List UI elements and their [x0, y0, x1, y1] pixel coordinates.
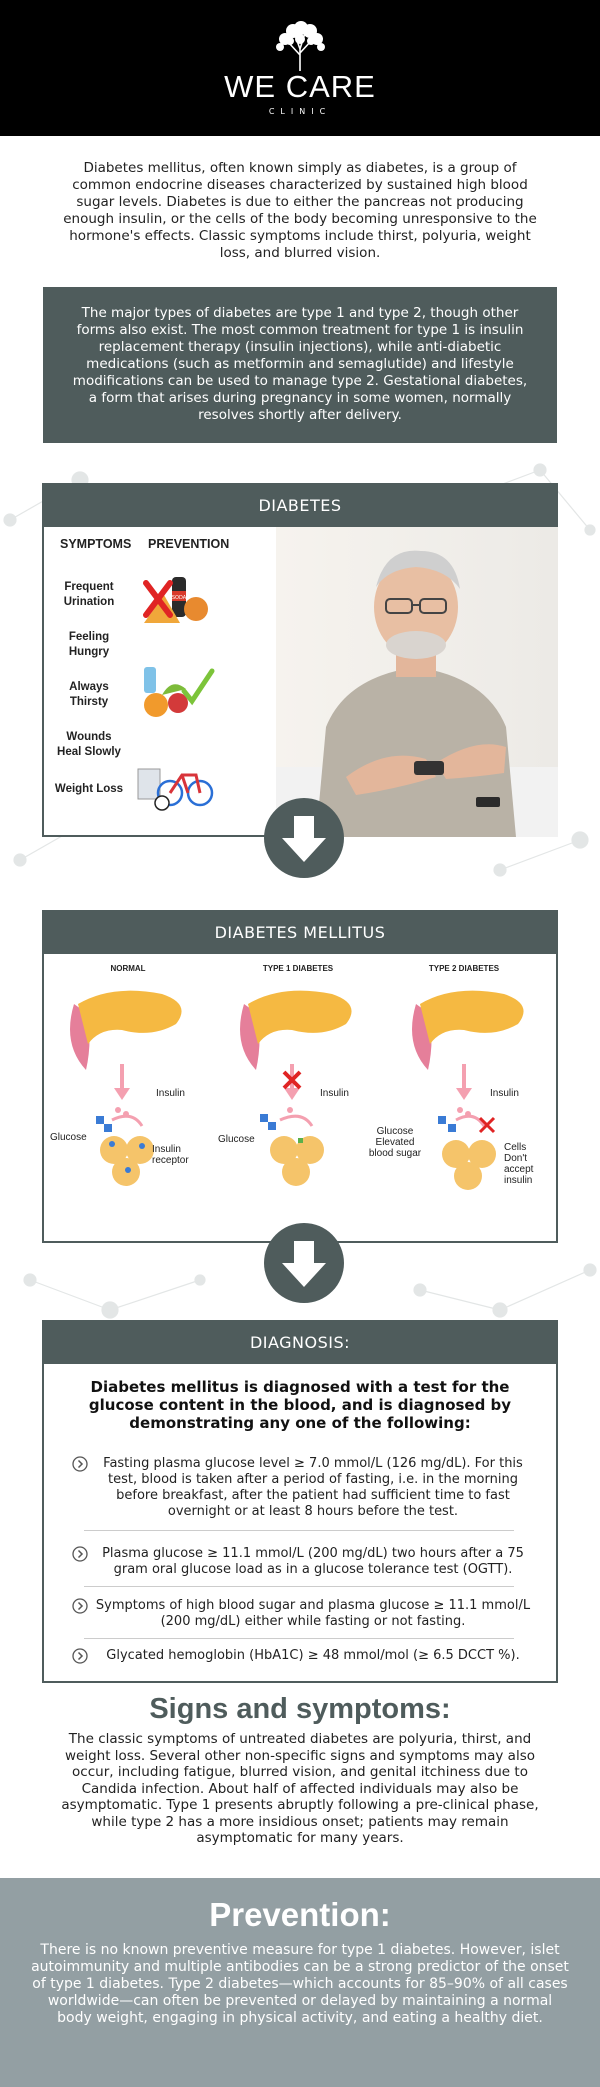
- glucose-elevated-label: Glucose Elevated blood sugar: [368, 1126, 422, 1159]
- down-arrow-icon: [264, 798, 344, 878]
- diagnosis-panel: DIAGNOSIS: Diabetes mellitus is diagnose…: [42, 1320, 558, 1683]
- column-type2: TYPE 2 DIABETES: [428, 964, 500, 973]
- prevention-text: There is no known preventive measure for…: [31, 1942, 569, 2026]
- glucose-label-type1: Glucose: [218, 1134, 255, 1145]
- symptom-feeling-hungry: Feeling Hungry: [68, 631, 110, 658]
- symptom-wounds-heal-slowly: Wounds Heal Slowly: [57, 731, 121, 758]
- divider: [84, 1530, 514, 1531]
- soda-label: SODA: [172, 595, 187, 601]
- panel-title: DIABETES: [44, 485, 556, 527]
- normal-pancreas-diagram: [70, 990, 182, 1186]
- type2-pancreas-diagram: [412, 990, 524, 1190]
- prevention-section: Prevention: There is no known preventive…: [0, 1878, 600, 2087]
- criterion-high-blood-sugar: Symptoms of high blood sugar and plasma …: [68, 1598, 536, 1630]
- junk-food-icon: SODA: [143, 577, 208, 623]
- insulin-label-type2: Insulin: [490, 1088, 519, 1099]
- logo-name: WE CARE: [224, 68, 376, 104]
- diabetes-mellitus-panel: DIABETES MELLITUS NORMAL TYPE 1 DIABETES…: [42, 910, 558, 1243]
- criterion-hba1c: Glycated hemoglobin (HbA1C) ≥ 48 mmol/mo…: [68, 1648, 536, 1664]
- glucose-label-normal: Glucose: [50, 1132, 87, 1143]
- prevention-heading: PREVENTION: [148, 537, 230, 551]
- signs-heading: Signs and symptoms:: [149, 1693, 451, 1725]
- man-testing-glucose-photo: [276, 527, 558, 837]
- insulin-label-type1: Insulin: [320, 1088, 349, 1099]
- criterion-text: Symptoms of high blood sugar and plasma …: [95, 1598, 531, 1629]
- criterion-text: Glycated hemoglobin (HbA1C) ≥ 48 mmol/mo…: [106, 1648, 520, 1663]
- insulin-receptor-label: Insulin receptor: [152, 1144, 189, 1166]
- column-type1: TYPE 1 DIABETES: [262, 964, 334, 973]
- chevron-right-icon: [72, 1598, 88, 1614]
- fruit-icon: [144, 667, 215, 717]
- intro-text: Diabetes mellitus, often known simply as…: [63, 160, 537, 261]
- chevron-right-icon: [72, 1456, 88, 1472]
- chevron-right-icon: [72, 1546, 88, 1562]
- symptom-always-thirsty: Always Thirsty: [69, 681, 109, 708]
- tree-logo-icon: [276, 20, 325, 71]
- prevention-heading: Prevention:: [209, 1896, 391, 1933]
- panel-title: DIAGNOSIS:: [44, 1322, 556, 1364]
- chevron-right-icon: [72, 1648, 88, 1664]
- diabetes-types-box: The major types of diabetes are type 1 a…: [43, 287, 557, 443]
- symptoms-heading: SYMPTOMS: [60, 537, 132, 551]
- criterion-text: Fasting plasma glucose level ≥ 7.0 mmol/…: [103, 1456, 523, 1519]
- symptom-weight-loss: Weight Loss: [54, 783, 124, 795]
- criterion-plasma-glucose-ogtt: Plasma glucose ≥ 11.1 mmol/L (200 mg/dL)…: [68, 1546, 536, 1578]
- cells-dont-accept-label: Cells Don't accept insulin: [504, 1142, 534, 1186]
- symptom-frequent-urination: Frequent Urination: [63, 581, 115, 608]
- logo-subtitle: CLINIC: [268, 106, 332, 116]
- panel-title: DIABETES MELLITUS: [44, 912, 556, 954]
- column-normal: NORMAL: [110, 964, 146, 973]
- diagnosis-intro: Diabetes mellitus is diagnosed with a te…: [88, 1378, 512, 1432]
- down-arrow-icon: [264, 1223, 344, 1303]
- diabetes-panel: DIABETES SYMPTOMS PREVENTION Frequent Ur…: [42, 483, 558, 837]
- type1-pancreas-diagram: [240, 990, 352, 1186]
- criterion-text: Plasma glucose ≥ 11.1 mmol/L (200 mg/dL)…: [102, 1546, 524, 1577]
- header: WE CARE CLINIC: [0, 0, 600, 136]
- exercise-icon: [137, 768, 214, 811]
- signs-text: The classic symptoms of untreated diabet…: [61, 1731, 539, 1846]
- divider: [84, 1586, 514, 1587]
- insulin-label-normal: Insulin: [156, 1088, 185, 1099]
- criterion-fasting-glucose: Fasting plasma glucose level ≥ 7.0 mmol/…: [68, 1456, 536, 1520]
- divider: [84, 1638, 514, 1639]
